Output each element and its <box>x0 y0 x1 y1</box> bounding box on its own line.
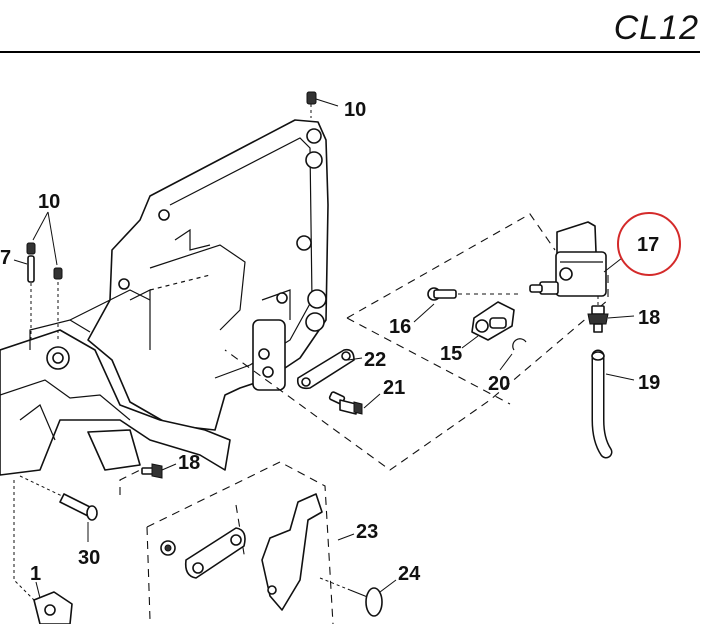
fitting-18-right <box>587 296 635 333</box>
part-1 <box>13 480 73 624</box>
left-frame <box>0 289 231 476</box>
callout-24: 24 <box>398 563 421 585</box>
pin-7 <box>13 255 35 283</box>
highlight-circle <box>617 212 681 276</box>
pin-16 <box>413 287 520 323</box>
callout-22: 22 <box>364 349 386 371</box>
screw-outline <box>119 469 141 495</box>
callout-18-left: 18 <box>178 452 200 474</box>
e-ring-20 <box>512 338 527 351</box>
solenoid-assembly-outline-left <box>346 317 511 405</box>
callout-18-right: 18 <box>638 307 660 329</box>
tube-19 <box>591 349 635 459</box>
callout-16: 16 <box>389 316 411 338</box>
lever-23 <box>160 493 355 611</box>
lever-assembly-outline <box>146 461 334 624</box>
screw-18-left <box>141 463 177 479</box>
solenoid-17 <box>529 221 623 297</box>
frame-plate <box>87 119 329 431</box>
screw-21 <box>328 391 381 415</box>
link-plate-22 <box>296 348 363 390</box>
header-divider <box>0 51 700 53</box>
callout-1: 1 <box>30 563 41 585</box>
knob-24 <box>319 577 397 617</box>
lever-assembly-outline-2 <box>235 504 246 561</box>
callout-17: 17 <box>637 234 659 256</box>
callout-23: 23 <box>356 521 378 543</box>
pin-30 <box>19 475 98 542</box>
callout-7: 7 <box>0 247 11 269</box>
solenoid-assembly-outline <box>224 213 609 471</box>
callout-19: 19 <box>638 372 660 394</box>
callout-20: 20 <box>488 373 510 395</box>
set-screw-10-top <box>306 91 339 118</box>
callout-15: 15 <box>440 343 462 365</box>
callout-21: 21 <box>383 377 405 399</box>
link-15 <box>461 301 515 349</box>
callout-10-left: 10 <box>38 191 60 213</box>
set-screws-10-left <box>26 211 63 340</box>
model-code-title: CL12 <box>613 9 699 47</box>
callout-30: 30 <box>78 547 100 569</box>
callout-10-top: 10 <box>344 99 366 121</box>
